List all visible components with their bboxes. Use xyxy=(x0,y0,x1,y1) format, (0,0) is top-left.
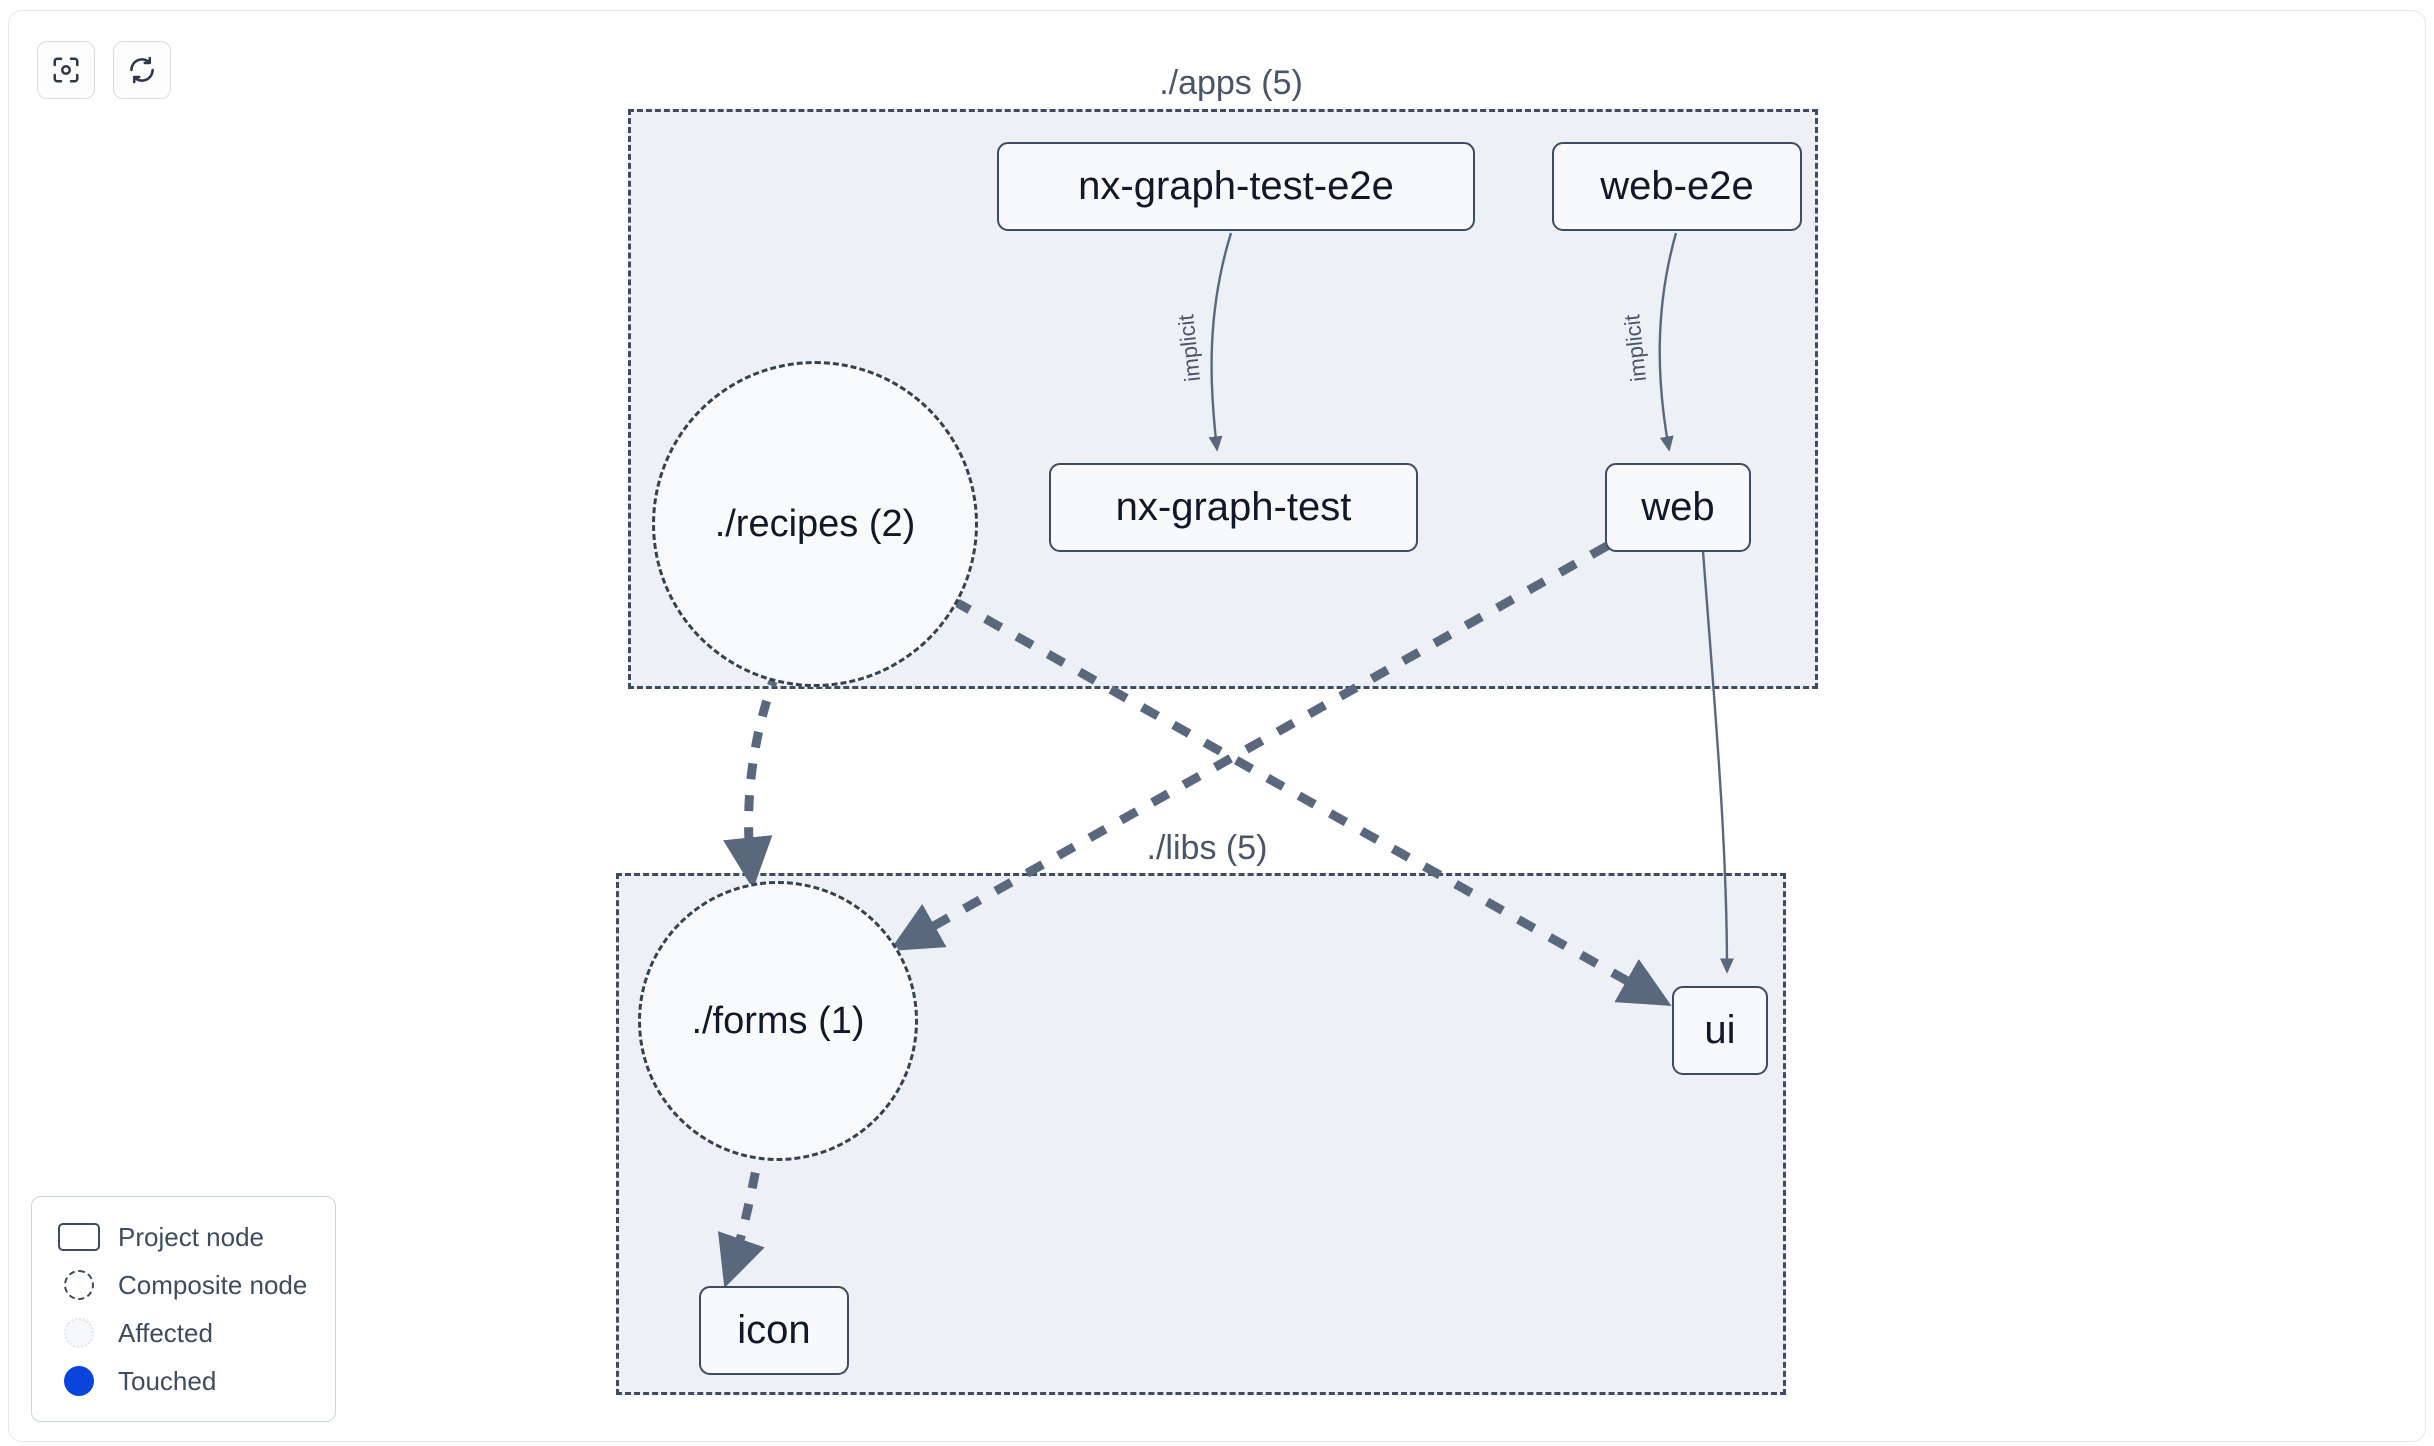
refresh-icon xyxy=(127,55,157,85)
refresh-graph-button[interactable] xyxy=(113,41,171,99)
touched-swatch-icon xyxy=(54,1366,104,1396)
legend-item-project-node: Project node xyxy=(54,1213,317,1261)
node-web[interactable]: web xyxy=(1605,463,1751,552)
node-nx-graph-test-e2e[interactable]: nx-graph-test-e2e xyxy=(997,142,1475,231)
group-label-libs: ./libs (5) xyxy=(1136,830,1278,867)
node-forms[interactable]: ./forms (1) xyxy=(638,881,918,1161)
graph-app-frame: ./apps (5) ./libs (5) xyxy=(8,10,2426,1442)
node-ui[interactable]: ui xyxy=(1672,986,1768,1075)
node-recipes[interactable]: ./recipes (2) xyxy=(652,361,978,687)
graph-legend: Project node Composite node Affected Tou… xyxy=(31,1196,336,1422)
legend-label-composite-node: Composite node xyxy=(118,1269,308,1300)
graph-toolbar xyxy=(37,41,171,99)
node-web-e2e[interactable]: web-e2e xyxy=(1552,142,1802,231)
dependency-graph-canvas[interactable]: ./apps (5) ./libs (5) xyxy=(9,11,2425,1441)
node-nx-graph-test[interactable]: nx-graph-test xyxy=(1049,463,1418,552)
legend-label-project-node: Project node xyxy=(118,1221,264,1252)
legend-label-affected: Affected xyxy=(118,1317,213,1348)
legend-label-touched: Touched xyxy=(118,1365,217,1396)
legend-item-affected: Affected xyxy=(54,1309,317,1357)
focus-graph-button[interactable] xyxy=(37,41,95,99)
affected-swatch-icon xyxy=(54,1318,104,1348)
project-node-swatch-icon xyxy=(54,1223,104,1251)
legend-item-composite-node: Composite node xyxy=(54,1261,317,1309)
focus-target-icon xyxy=(51,55,81,85)
group-label-apps: ./apps (5) xyxy=(1149,65,1313,102)
composite-node-swatch-icon xyxy=(54,1270,104,1300)
node-icon[interactable]: icon xyxy=(699,1286,849,1375)
legend-item-touched: Touched xyxy=(54,1357,317,1405)
